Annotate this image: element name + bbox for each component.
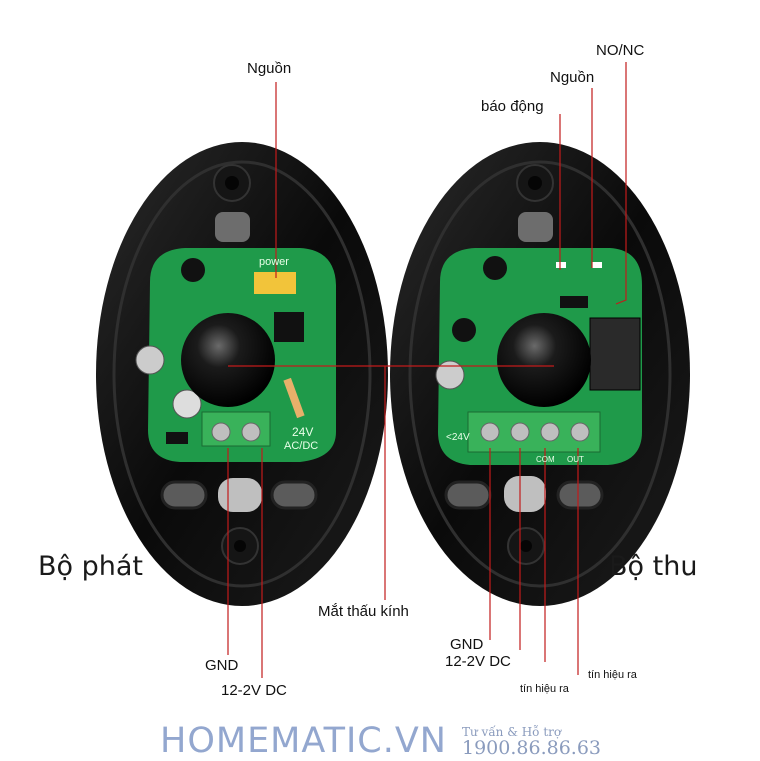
pcb-power-text: power [259, 256, 289, 268]
label-dc-right: 12-2V DC [445, 653, 511, 670]
pcb-com-text: COM [536, 455, 555, 464]
label-receiver: Bộ thu [609, 551, 698, 582]
label-no-nc: NO/NC [596, 42, 645, 59]
pointer-no-nc [615, 62, 627, 305]
pointer-lines [227, 62, 627, 678]
pcb-volt-right-text: <24V [446, 432, 470, 443]
label-lens: Mắt thấu kính [318, 603, 409, 620]
pcb-acdc-text: AC/DC [284, 440, 319, 452]
label-emitter-power: Nguồn [247, 60, 292, 77]
emitter-unit [96, 142, 388, 606]
pcb-volt-text: 24V [292, 425, 314, 439]
brand-logo: HOMEMATIC.VN [160, 721, 447, 761]
emitter-top-slot [215, 212, 250, 242]
label-gnd-left: GND [205, 657, 239, 674]
label-signal-out-2: tín hiệu ra [588, 669, 637, 681]
brand-phone: 1900.86.86.63 [462, 737, 602, 759]
label-emitter: Bộ phát [38, 551, 144, 582]
label-signal-out-1: tín hiệu ra [520, 683, 569, 695]
pcb-out-text: OUT [567, 455, 584, 464]
label-alarm: báo động [481, 98, 544, 115]
emitter-lens [181, 313, 275, 407]
label-receiver-power: Nguồn [550, 69, 595, 86]
label-dc-left: 12-2V DC [221, 682, 287, 699]
label-gnd-right: GND [450, 636, 484, 653]
receiver-unit [390, 142, 690, 606]
receiver-lens [497, 313, 591, 407]
brand-support-text: Tư vấn & Hỗ trợ [462, 725, 562, 739]
